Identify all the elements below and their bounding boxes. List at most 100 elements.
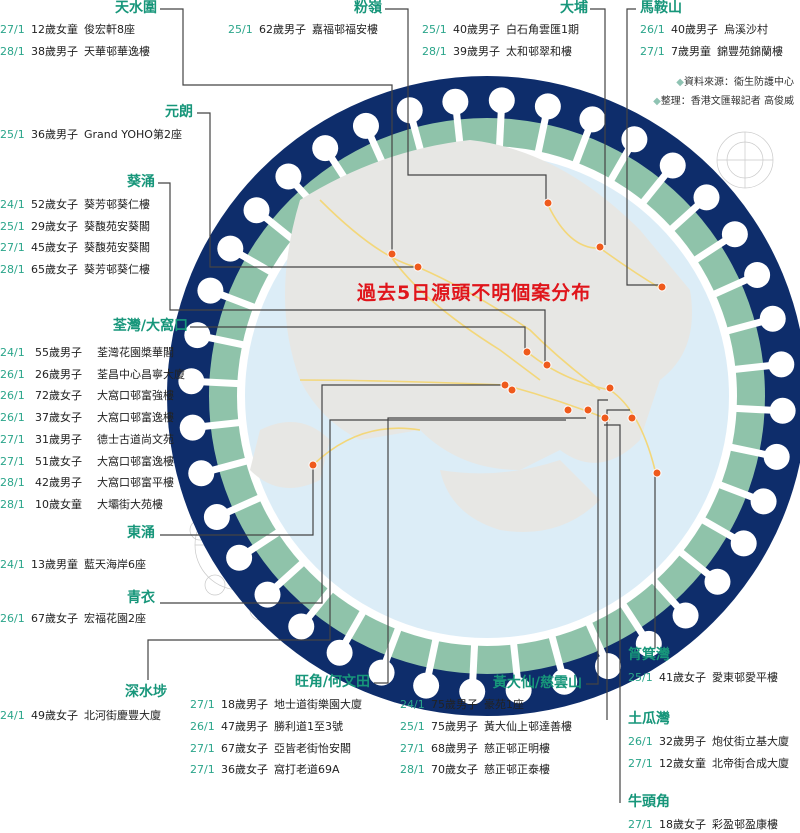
- leader-line: [197, 112, 416, 268]
- case-person: 13歲男童: [31, 558, 78, 571]
- ring-pin: [197, 277, 224, 304]
- case-person: 18歲女子: [659, 818, 706, 831]
- ring-pin: [721, 221, 748, 248]
- case-date: 24/1: [0, 346, 25, 359]
- case-date: 27/1: [640, 45, 665, 58]
- ring-pin: [769, 397, 796, 424]
- case-place: 葵芳邨葵仁樓: [84, 263, 150, 277]
- district-name: 馬鞍山: [640, 0, 682, 16]
- map-title: 過去5日源頭不明個案分布: [357, 282, 592, 304]
- case-person: 41歲女子: [659, 671, 706, 684]
- case-place: 嘉福邨福安樓: [312, 23, 378, 36]
- case-place: 地士道街樂園大廈: [274, 698, 362, 711]
- district-name: 旺角/何文田: [294, 674, 370, 690]
- case-place: 北河街慶豐大廈: [84, 709, 161, 722]
- case-person: 67歲女子: [31, 612, 78, 625]
- credit-compiler: ◆整理：香港文匯報記者 高俊威: [653, 96, 794, 107]
- case-person: 47歲男子: [221, 719, 268, 733]
- leader-line: [606, 409, 630, 720]
- case-dot: [605, 383, 615, 393]
- case-place: 天華邨華逸樓: [84, 45, 150, 58]
- case-person: 38歲男子: [31, 45, 78, 58]
- ring-pin: [226, 544, 253, 571]
- ring-pin: [595, 653, 622, 680]
- case-place: 大壩街大苑樓: [97, 497, 163, 511]
- ring-pin: [254, 581, 281, 608]
- leader-line: [190, 326, 526, 350]
- case-place: 俊宏軒8座: [84, 23, 135, 36]
- district-name: 黃大仙/慈雲山: [492, 675, 582, 691]
- case-place: 炮仗街立基大廈: [712, 735, 789, 748]
- case-row: 24/1 75歲男子豪苑1座: [400, 698, 524, 712]
- case-place: 窩打老道69A: [274, 763, 340, 777]
- ring-pin: [704, 568, 731, 595]
- case-date: 26/1: [0, 367, 25, 381]
- ring-pin: [368, 659, 395, 686]
- case-date: 28/1: [0, 476, 25, 490]
- case-place: 豪苑1座: [484, 698, 524, 711]
- ring-pin: [621, 126, 648, 153]
- case-date: 27/1: [0, 454, 25, 468]
- leader-line: [160, 8, 393, 252]
- ring-pin: [442, 88, 469, 115]
- ring-pin: [217, 235, 244, 262]
- case-place: 葵馥苑安葵閣: [84, 241, 150, 255]
- case-place: 大窩口邨富逸樓: [97, 454, 174, 468]
- case-person: 75歲男子: [431, 698, 478, 711]
- case-place: 白石角雲匯1期: [506, 23, 579, 36]
- case-person: 36歲男子: [31, 128, 78, 141]
- leader-line: [590, 8, 606, 245]
- case-date: 28/1: [400, 763, 425, 777]
- case-person: 29歲女子: [31, 219, 78, 233]
- case-date: 27/1: [190, 763, 215, 777]
- ring-pin: [203, 504, 230, 531]
- case-place: 荃灣花園槳華閣: [97, 346, 174, 359]
- case-person: 40歲男子: [453, 23, 500, 36]
- case-person: 55歲男子: [35, 346, 82, 359]
- case-person: 7歲男童: [671, 45, 711, 58]
- case-person: 37歲女子: [35, 411, 82, 425]
- case-dot: [387, 249, 397, 259]
- ring-pin: [534, 93, 561, 120]
- case-person: 70歲女子: [431, 763, 478, 777]
- case-person: 68歲男子: [431, 741, 478, 755]
- case-date: 27/1: [0, 23, 25, 36]
- district-name: 大埔: [560, 0, 588, 16]
- case-person: 49歲女子: [31, 709, 78, 722]
- case-person: 51歲女子: [35, 454, 82, 468]
- case-person: 75歲男子: [431, 719, 478, 733]
- case-place: 大窩口邨富強樓: [97, 389, 174, 403]
- case-date: 26/1: [628, 735, 653, 748]
- district-name: 青衣: [127, 590, 155, 606]
- ring-pin: [352, 112, 379, 139]
- case-date: 24/1: [400, 698, 425, 711]
- ring-pin: [184, 322, 211, 349]
- ring-pin: [579, 106, 606, 133]
- ring-pin: [243, 197, 270, 224]
- district-name: 葵涌: [127, 174, 155, 190]
- leader-line: [586, 399, 608, 685]
- case-date: 25/1: [0, 219, 25, 233]
- case-date: 27/1: [190, 741, 215, 755]
- ring-pin: [768, 351, 795, 378]
- ring-pin: [551, 668, 578, 695]
- case-date: 24/1: [0, 198, 25, 211]
- case-place: 慈正邨正明樓: [484, 741, 550, 755]
- case-place: 大窩口邨富平樓: [97, 476, 174, 490]
- case-person: 72歲女子: [35, 389, 82, 403]
